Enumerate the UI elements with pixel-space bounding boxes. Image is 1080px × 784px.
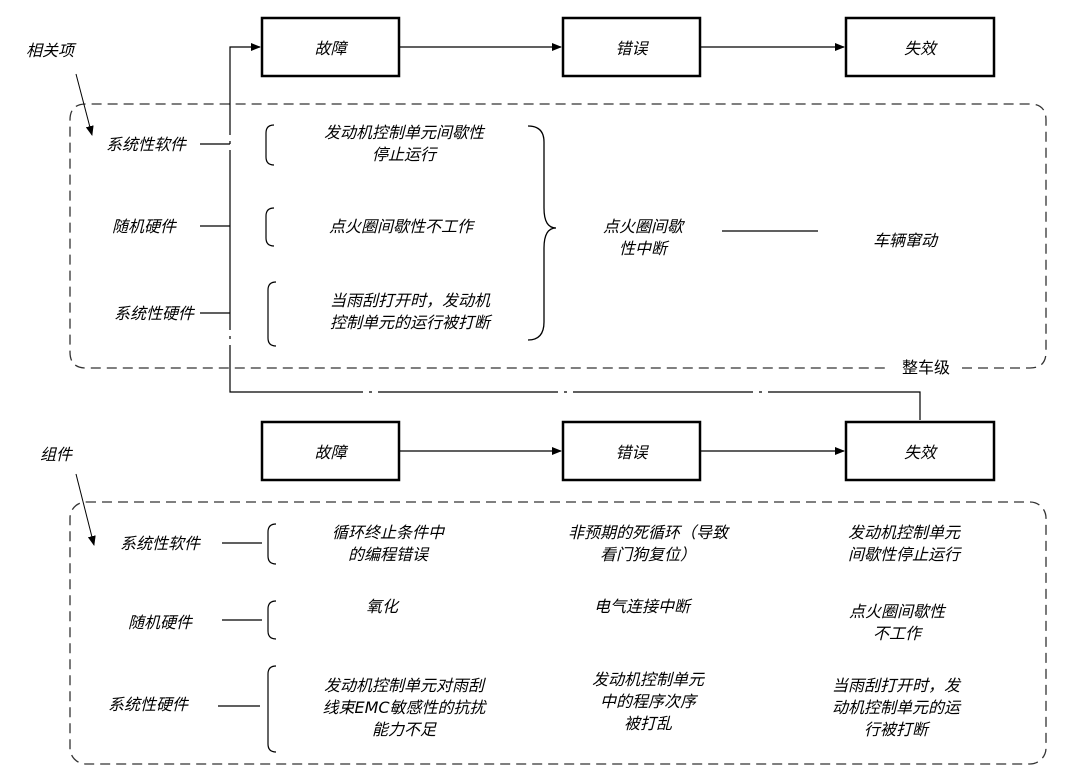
component-row-random-hardware: 随机硬件 <box>127 613 193 632</box>
component-label: 组件 <box>40 445 73 464</box>
top-failure-label: 失效 <box>903 39 936 58</box>
component-syshw-bracket <box>267 665 277 753</box>
component-sw-error-text: 非预期的死循环（导致看门狗复位） <box>567 523 729 564</box>
component-row-sys-hardware: 系统性硬件 <box>107 695 189 714</box>
vehicle-random-fault-text: 点火圈间歇性不工作 <box>328 217 474 236</box>
vehicle-random-bracket <box>265 207 275 247</box>
bottom-failure-label: 失效 <box>903 443 936 462</box>
component-pointer <box>75 473 96 546</box>
component-random-failure-text: 点火圈间歇性不工作 <box>848 602 946 643</box>
vehicle-level-region <box>69 103 1047 369</box>
bottom-error-label: 错误 <box>615 443 648 462</box>
related-item-pointer <box>75 73 94 136</box>
bottom-failure-box <box>844 420 996 482</box>
component-syshw-error-text: 发动机控制单元中的程序次序被打乱 <box>591 670 705 733</box>
vehicle-curly-brace <box>527 125 557 341</box>
component-row-sys-software: 系统性软件 <box>119 534 201 553</box>
bottom-fault-label: 故障 <box>314 443 347 462</box>
vehicle-row-random-hardware: 随机硬件 <box>111 217 177 236</box>
vehicle-syshw-fault-text: 当雨刮打开时，发动机控制单元的运行被打断 <box>329 291 491 332</box>
vehicle-syshw-bracket <box>267 281 277 347</box>
vehicle-row-sys-hardware: 系统性硬件 <box>113 304 195 323</box>
component-sw-bracket <box>267 523 277 565</box>
component-syshw-failure-text: 当雨刮打开时，发动机控制单元的运行被打断 <box>831 676 961 739</box>
top-failure-box <box>844 16 996 78</box>
vehicle-error-text: 点火圈间歇性中断 <box>602 217 684 258</box>
feedback-loop-line <box>229 43 921 420</box>
top-error-label: 错误 <box>615 39 648 58</box>
vehicle-row-sys-software: 系统性软件 <box>105 135 187 154</box>
vehicle-sw-fault-text: 发动机控制单元间歇性停止运行 <box>323 123 485 164</box>
component-random-bracket <box>267 600 277 640</box>
vehicle-level-label: 整车级 <box>897 357 955 379</box>
component-random-fault-text: 氧化 <box>365 597 399 616</box>
component-syshw-fault-text: 发动机控制单元对雨刮线束EMC敏感性的抗扰能力不足 <box>322 676 486 739</box>
component-sw-failure-text: 发动机控制单元间歇性停止运行 <box>847 523 961 564</box>
vehicle-failure-text: 车辆窜动 <box>872 231 938 250</box>
component-region <box>69 501 1047 765</box>
component-random-error-text: 电气连接中断 <box>593 597 691 616</box>
related-item-label: 相关项 <box>26 41 75 60</box>
top-fault-label: 故障 <box>314 39 347 58</box>
component-sw-fault-text: 循环终止条件中的编程错误 <box>331 523 445 564</box>
vehicle-sw-bracket <box>265 124 275 166</box>
